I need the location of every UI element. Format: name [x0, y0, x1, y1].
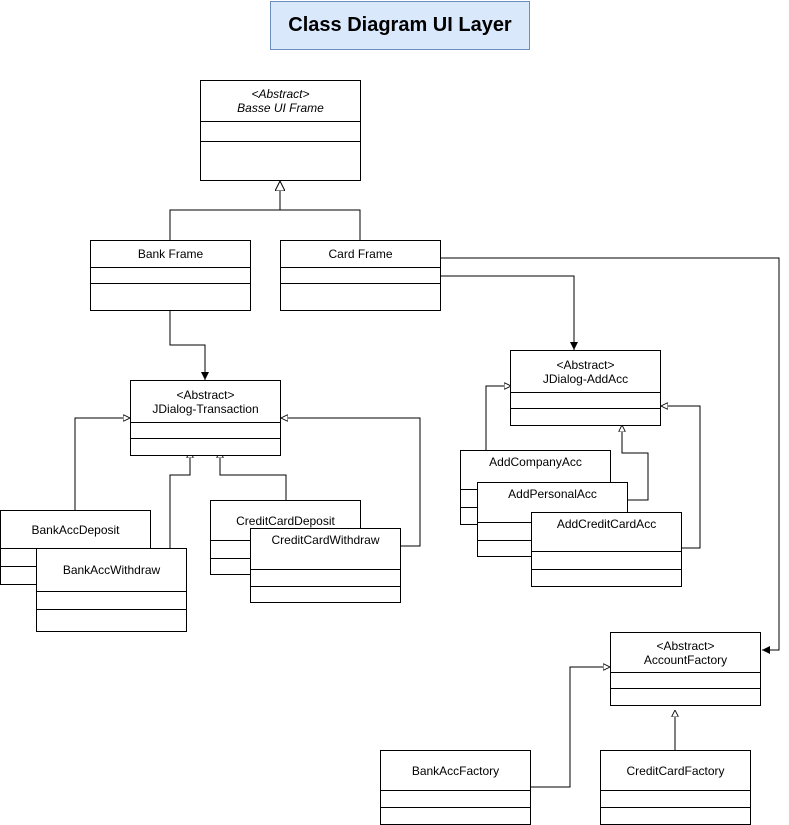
class-name: BankAccFactory — [411, 763, 500, 778]
class-name: AddCreditCardAcc — [556, 517, 657, 531]
class-header: BankAccFactory — [381, 751, 530, 791]
class-header: CreditCardFactory — [601, 751, 750, 791]
inherit-addcreditcardacc — [661, 406, 701, 549]
inherit-bankaccwithdraw — [169, 451, 190, 548]
class-header: AddCreditCardAcc — [532, 513, 681, 552]
stereotype-label: <Abstract> — [251, 87, 310, 101]
class-header: BankAccDeposit — [1, 511, 150, 549]
class-header: BankAccWithdraw — [37, 549, 186, 592]
attributes-compartment — [131, 423, 280, 439]
class-name: Bank Frame — [137, 247, 204, 261]
diagram-title: Class Diagram UI Layer — [288, 14, 512, 36]
class-name: Card Frame — [328, 247, 393, 261]
attributes-compartment — [281, 268, 440, 284]
class-add-credit-card-acc: AddCreditCardAcc — [531, 512, 682, 587]
class-name: BankAccWithdraw — [62, 563, 161, 577]
attributes-compartment — [381, 791, 530, 808]
class-name: JDialog-AddAcc — [542, 371, 629, 386]
operations-compartment — [281, 284, 440, 310]
diagram-title-box: Class Diagram UI Layer — [270, 1, 530, 50]
assoc-cardframe-addacc — [440, 275, 578, 350]
class-card-frame: Card Frame — [280, 240, 441, 311]
class-name: CreditCardFactory — [626, 763, 725, 778]
assoc-cardframe-accountfactory — [440, 257, 780, 654]
assoc-bankframe-transaction — [169, 311, 209, 380]
attributes-compartment — [201, 122, 360, 142]
class-name: AddCompanyAcc — [489, 455, 582, 469]
inherit-creditcardwithdraw — [281, 418, 421, 547]
class-header: <Abstract> JDialog-Transaction — [131, 381, 280, 423]
operations-compartment — [511, 409, 660, 425]
class-account-factory: <Abstract> AccountFactory — [610, 632, 761, 706]
class-name: AccountFactory — [643, 652, 728, 667]
attributes-compartment — [251, 570, 400, 587]
class-name: CreditCardDeposit — [236, 513, 335, 528]
class-name: CreditCardWithdraw — [271, 533, 380, 547]
operations-compartment — [91, 284, 250, 310]
attributes-compartment — [601, 791, 750, 808]
class-base-ui-frame: <Abstract> Basse UI Frame — [200, 80, 361, 181]
operations-compartment — [131, 439, 280, 455]
inherit-bankaccdeposit — [74, 418, 130, 510]
class-bank-frame: Bank Frame — [90, 240, 251, 311]
class-name: JDialog-Transaction — [152, 401, 259, 416]
operations-compartment — [201, 142, 360, 180]
stereotype-label: <Abstract> — [176, 387, 235, 402]
inherit-bankaccfactory — [530, 667, 610, 788]
class-header: <Abstract> JDialog-AddAcc — [511, 351, 660, 393]
class-header: <Abstract> AccountFactory — [611, 633, 760, 673]
stereotype-label: <Abstract> — [656, 638, 715, 653]
class-name: AddPersonalAcc — [508, 487, 597, 501]
class-credit-card-withdraw: CreditCardWithdraw — [250, 528, 401, 603]
class-jdialog-transaction: <Abstract> JDialog-Transaction — [130, 380, 281, 456]
operations-compartment — [532, 570, 681, 586]
class-name: BankAccDeposit — [31, 522, 120, 537]
class-bank-acc-factory: BankAccFactory — [380, 750, 531, 825]
inherit-bankframe-base — [169, 209, 361, 240]
class-credit-card-factory: CreditCardFactory — [600, 750, 751, 825]
class-header: Bank Frame — [91, 241, 250, 268]
attributes-compartment — [91, 268, 250, 284]
class-name: Basse UI Frame — [237, 101, 324, 115]
attributes-compartment — [532, 552, 681, 570]
class-header: Card Frame — [281, 241, 440, 268]
class-jdialog-addacc: <Abstract> JDialog-AddAcc — [510, 350, 661, 426]
class-bank-acc-withdraw: BankAccWithdraw — [36, 548, 187, 632]
attributes-compartment — [511, 393, 660, 409]
inherit-addpersonalacc — [622, 425, 649, 501]
inherit-creditcarddeposit — [220, 451, 287, 500]
operations-compartment — [611, 689, 760, 705]
operations-compartment — [381, 808, 530, 824]
operations-compartment — [37, 610, 186, 631]
inherit-addcompanyacc — [485, 386, 511, 450]
attributes-compartment — [37, 592, 186, 610]
class-header: <Abstract> Basse UI Frame — [201, 81, 360, 122]
class-header: CreditCardWithdraw — [251, 529, 400, 570]
attributes-compartment — [611, 673, 760, 689]
operations-compartment — [251, 587, 400, 602]
operations-compartment — [601, 808, 750, 824]
stereotype-label: <Abstract> — [556, 357, 615, 372]
